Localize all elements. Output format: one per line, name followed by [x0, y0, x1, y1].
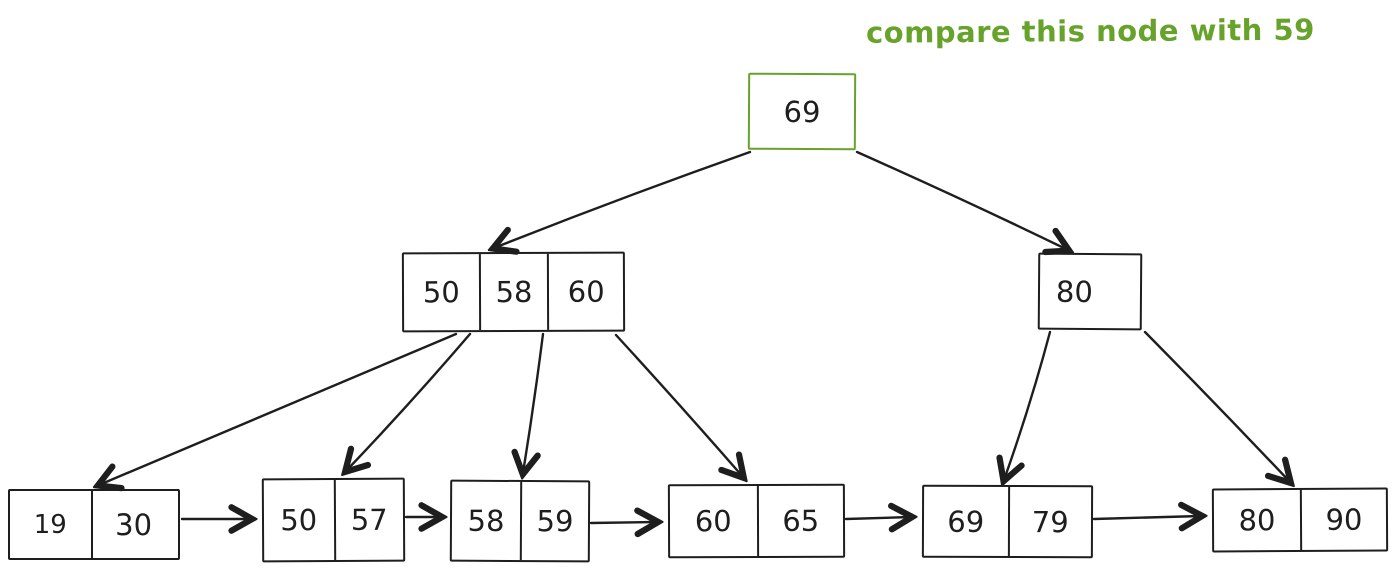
internal-left-key-58: 58: [478, 253, 548, 331]
edge-internal-right-to-leaf-69-79: [1004, 330, 1052, 480]
root-key-69: 69: [783, 94, 821, 129]
edge-root-to-internal-right: [855, 150, 1068, 250]
leaf-key: 69: [947, 504, 985, 539]
edge-internal-right-to-leaf-80-90: [1143, 330, 1290, 482]
leaf-node-80-90: 80 90: [1211, 487, 1389, 553]
annotation-text: compare this node with 59: [865, 12, 1315, 50]
leaf-key: 19: [33, 509, 67, 540]
leaf-key: 90: [1299, 489, 1387, 550]
leaf-key: 79: [1007, 487, 1092, 557]
internal-left-key-50: 50: [422, 275, 460, 310]
leaf-node-58-59: 58 59: [449, 479, 591, 563]
leaf-key: 58: [467, 503, 505, 538]
internal-node-left: 50 58 60: [401, 251, 626, 333]
leaf-key: 30: [90, 491, 175, 558]
leaf-key: 60: [694, 504, 732, 539]
edge-leaf-chain-5: [1092, 516, 1201, 519]
leaf-key: 50: [280, 503, 318, 538]
edge-internal-left-to-leaf-19-30: [99, 332, 458, 485]
leaf-key: 80: [1238, 503, 1276, 538]
internal-left-key-60: 60: [547, 253, 624, 330]
edge-internal-left-to-leaf-60-65: [614, 333, 743, 477]
leaf-key: 57: [333, 479, 404, 560]
edge-internal-left-to-leaf-50-57: [346, 332, 472, 471]
leaf-node-60-65: 60 65: [667, 483, 846, 559]
leaf-node-69-79: 69 79: [921, 484, 1094, 559]
edge-root-to-internal-left: [494, 150, 752, 248]
leaf-node-50-57: 50 57: [261, 477, 406, 563]
internal-node-right: 80: [1037, 252, 1143, 331]
root-node: 69: [747, 72, 857, 151]
leaf-node-19-30: 19 30: [8, 489, 180, 560]
leaf-key: 59: [519, 482, 589, 561]
edge-leaf-chain-4: [844, 517, 911, 519]
edge-internal-left-to-leaf-58-59: [523, 332, 545, 473]
leaf-key: 65: [756, 485, 844, 556]
edge-leaf-chain-3: [589, 522, 657, 523]
internal-right-key-80: 80: [1055, 274, 1094, 309]
